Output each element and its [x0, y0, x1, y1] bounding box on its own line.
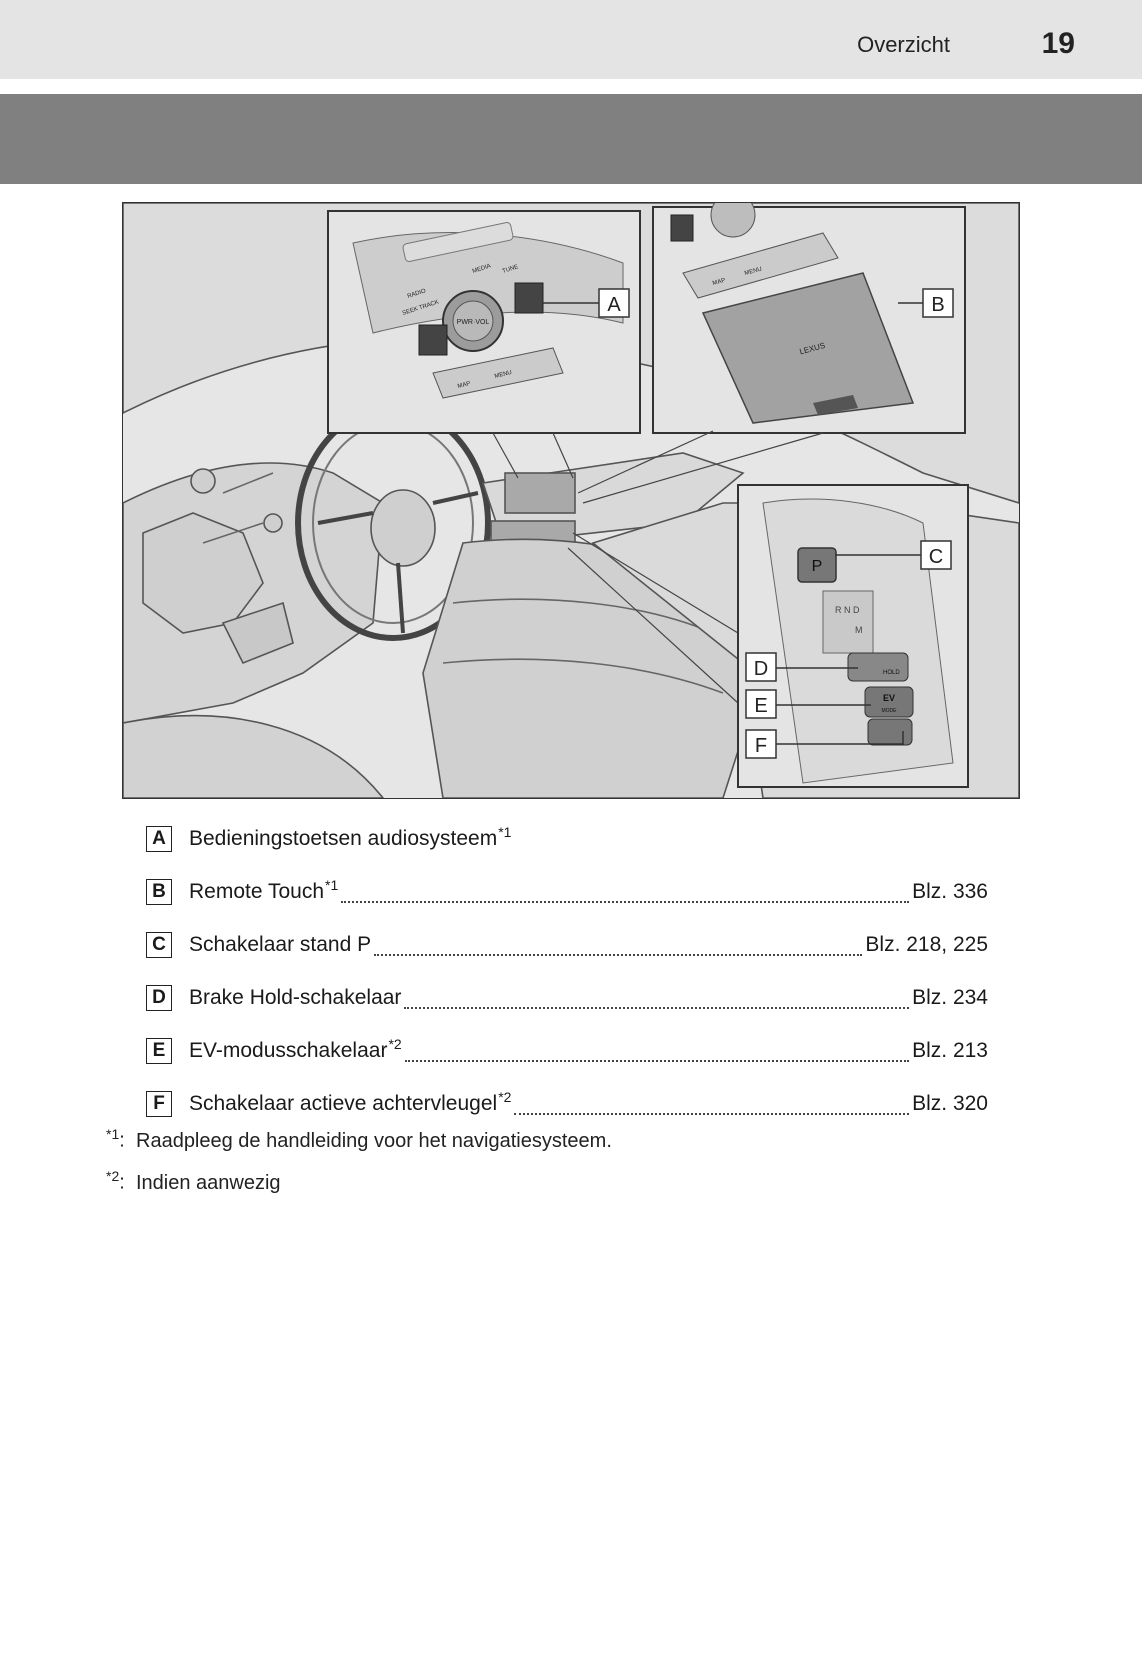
item-text-b: Remote Touch: [189, 879, 325, 903]
dot-leader: [341, 900, 910, 903]
footnote-1: *1: Raadpleeg de handleiding voor het na…: [106, 1126, 612, 1152]
legend-item-b: B Remote Touch*1 Blz. 336: [146, 865, 988, 918]
legend-item-e: E EV-modusschakelaar*2 Blz. 213: [146, 1024, 988, 1077]
m-label: M: [855, 625, 863, 635]
radio-label: RADIO: [407, 288, 427, 300]
callout-f: F: [755, 735, 767, 757]
key-box-c: C: [146, 931, 172, 958]
key-box-d: D: [146, 984, 172, 1011]
ev-label: EV: [883, 693, 895, 703]
item-note-e: *2: [388, 1035, 402, 1052]
legend-item-f: F Schakelaar actieve achtervleugel*2 Blz…: [146, 1077, 988, 1130]
chapter-band: [0, 94, 1142, 184]
callout-c: C: [929, 546, 943, 568]
dot-leader: [514, 1112, 910, 1115]
item-text-a: Bedieningstoetsen audiosysteem: [189, 826, 498, 850]
menu-label-a: MENU: [494, 370, 513, 380]
header-band: [0, 0, 1142, 79]
footnotes: *1: Raadpleeg de handleiding voor het na…: [106, 1126, 612, 1210]
legend-item-a: A Bedieningstoetsen audiosysteem*1: [146, 812, 988, 865]
menu-label-b: MENU: [744, 267, 763, 277]
footnote-mark-1: *1: [106, 1126, 120, 1142]
page-ref-b[interactable]: Blz. 336: [912, 879, 988, 903]
map-label-b: MAP: [712, 278, 726, 287]
key-box-a: A: [146, 825, 172, 852]
page-ref-c[interactable]: Blz. 218, 225: [865, 932, 988, 956]
page-ref-e[interactable]: Blz. 213: [912, 1038, 988, 1062]
section-title: Overzicht: [857, 32, 950, 57]
callout-a: A: [607, 294, 621, 316]
item-text-e: EV-modusschakelaar: [189, 1038, 388, 1062]
legend-item-d: D Brake Hold-schakelaar Blz. 234: [146, 971, 988, 1024]
key-box-b: B: [146, 878, 172, 905]
item-note-a: *1: [498, 823, 512, 840]
mode-label: MODE: [882, 708, 898, 714]
item-text-c: Schakelaar stand P: [189, 932, 372, 956]
item-text-d: Brake Hold-schakelaar: [189, 985, 402, 1009]
page-ref-d[interactable]: Blz. 234: [912, 985, 988, 1009]
legend-item-c: C Schakelaar stand P Blz. 218, 225: [146, 918, 988, 971]
item-note-b: *1: [325, 876, 339, 893]
item-text-f: Schakelaar actieve achtervleugel: [189, 1091, 498, 1115]
item-note-f: *2: [498, 1088, 512, 1105]
pwr-vol-label: PWR·VOL: [457, 319, 490, 326]
footnote-text-1: Raadpleeg de handleiding voor het naviga…: [136, 1129, 612, 1152]
callout-b: B: [931, 294, 944, 316]
tune-label: TUNE: [502, 264, 519, 275]
dot-leader: [404, 1059, 910, 1062]
page-ref-f[interactable]: Blz. 320: [912, 1091, 988, 1115]
hold-label: HOLD: [883, 670, 900, 676]
inset-audio-controls: PWR·VOL RADIO SEEK TRACK MEDIA TUNE MAP …: [327, 210, 641, 434]
map-label-a: MAP: [457, 381, 471, 390]
callout-e: E: [754, 695, 767, 717]
dot-leader: [404, 1006, 910, 1009]
p-button-label: P: [812, 558, 823, 575]
legend-list: A Bedieningstoetsen audiosysteem*1 B Rem…: [146, 812, 988, 1130]
callout-d: D: [754, 658, 768, 680]
inset-pointers: [492, 430, 824, 704]
inset-shift-area: P R N D M HOLD EV MODE C D E F: [737, 484, 969, 788]
media-label: MEDIA: [472, 263, 492, 275]
inset-remote-touch: MAP MENU LEXUS B: [652, 203, 966, 434]
dot-leader: [374, 953, 863, 956]
gear-label: R N D: [835, 605, 860, 615]
key-box-e: E: [146, 1037, 172, 1064]
footnote-mark-2: *2: [106, 1168, 120, 1184]
page-number: 19: [1041, 27, 1075, 60]
interior-illustration: PWR·VOL RADIO SEEK TRACK MEDIA TUNE MAP …: [122, 202, 1020, 799]
key-box-f: F: [146, 1090, 172, 1117]
footnote-text-2: Indien aanwezig: [136, 1171, 281, 1194]
footnote-2: *2: Indien aanwezig: [106, 1168, 281, 1194]
